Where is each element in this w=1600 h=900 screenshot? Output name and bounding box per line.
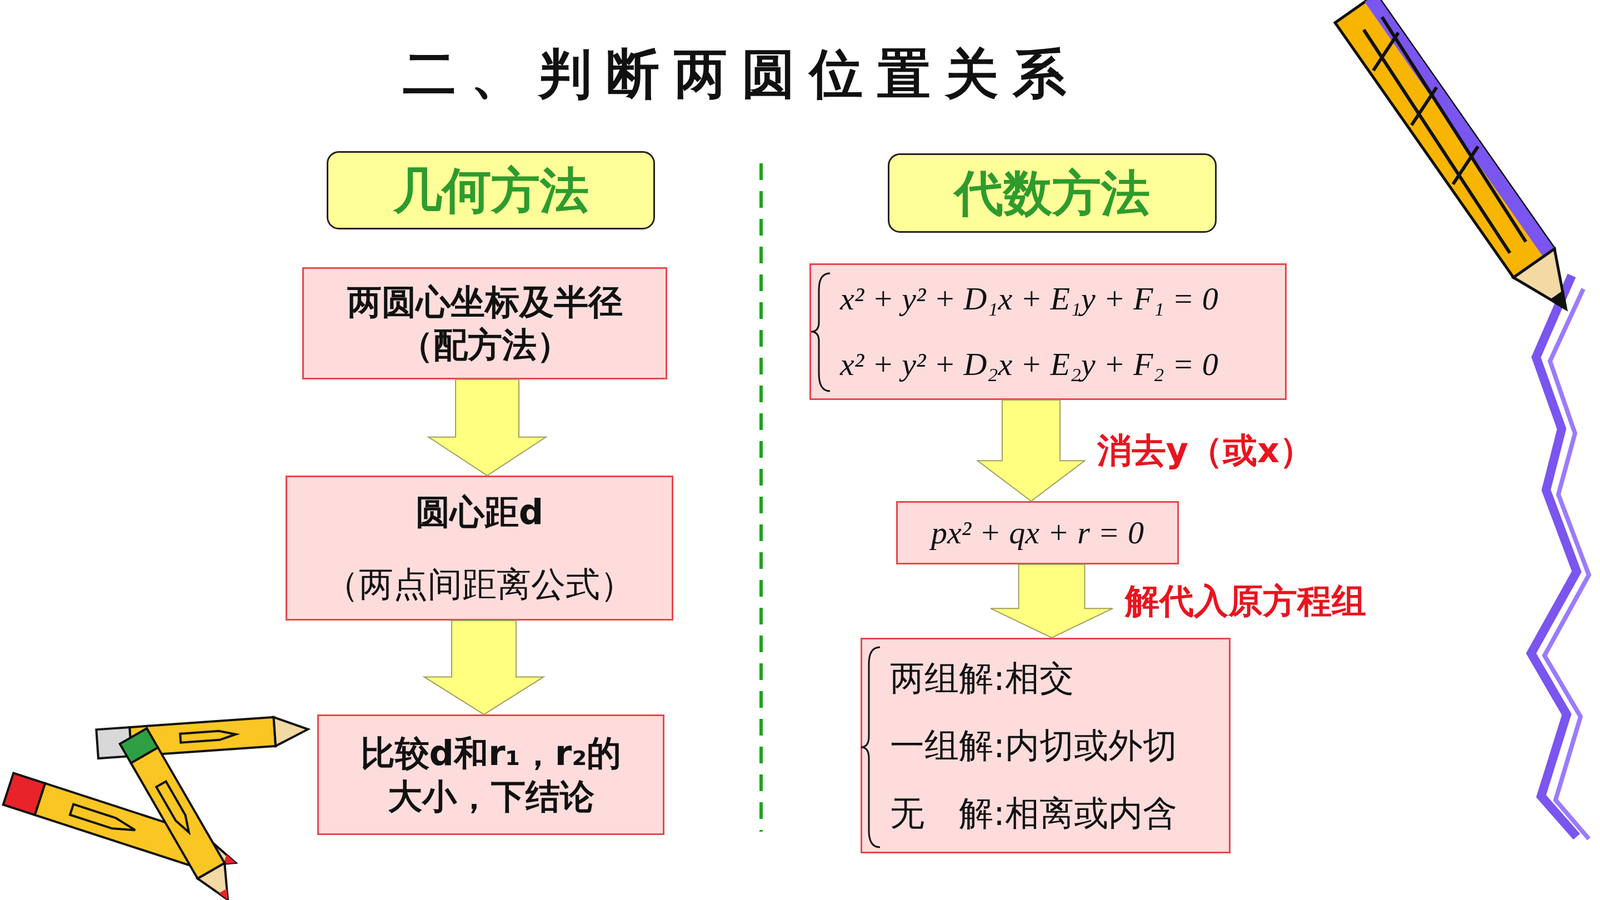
pencil-lead <box>218 888 232 900</box>
brace-bracket <box>861 647 880 848</box>
method-header: 代数方法 <box>887 153 1217 233</box>
pencil-tip <box>1513 248 1587 324</box>
divider-line <box>759 163 763 832</box>
pencil-hatch <box>180 730 237 743</box>
pencil-tip <box>273 715 309 747</box>
block-arrow <box>424 620 544 715</box>
process-box: px² + qx + r = 0 <box>896 501 1179 565</box>
box-text: 一组解:内切或外切 <box>890 724 1178 767</box>
slide-title: 二、判断两圆位置关系 <box>355 38 1128 112</box>
edge-label: 消去y（或x） <box>1097 427 1314 474</box>
process-box: 两圆心坐标及半径（配方法） <box>302 267 668 380</box>
box-text: x² + y² + D₁x + E₁y + F₁ = 0 <box>840 279 1219 319</box>
box-text: （配方法） <box>398 323 572 367</box>
pencil-icon <box>120 728 242 900</box>
brace-bracket <box>811 273 830 392</box>
process-box: 两组解:相交一组解:内切或外切无 解:相离或内含 <box>860 637 1231 854</box>
pencil-hatch <box>70 804 137 836</box>
header-text: 几何方法 <box>393 162 589 219</box>
edge-label: 解代入原方程组 <box>1125 577 1367 625</box>
box-text: 两组解:相交 <box>890 657 1074 700</box>
pencil-tip <box>197 862 242 900</box>
box-text: （两点间距离公式） <box>324 563 635 606</box>
box-text: x² + y² + D₂x + E₂y + F₂ = 0 <box>840 345 1219 384</box>
pencil-hatch <box>156 781 194 836</box>
process-box: 圆心距d （两点间距离公式） <box>285 475 674 621</box>
box-text: px² + qx + r = 0 <box>931 513 1144 553</box>
header-text: 代数方法 <box>954 165 1150 222</box>
pencil-icon <box>1335 0 1587 323</box>
box-text: 无 解:相离或内含 <box>890 792 1178 835</box>
process-box: x² + y² + D₁x + E₁y + F₁ = 0 x² + y² + D₂… <box>809 263 1287 400</box>
pencil-hatch <box>1351 14 1539 258</box>
box-text: 比较d和r₁，r₂的 大小，下结论 <box>324 731 658 818</box>
process-box: 比较d和r₁，r₂的 大小，下结论 <box>317 714 665 835</box>
method-header: 几何方法 <box>326 151 655 230</box>
block-arrow <box>990 564 1113 638</box>
pencil-lead <box>1550 290 1573 314</box>
box-text: 圆心距d <box>415 490 544 534</box>
block-arrow <box>428 379 547 476</box>
box-text: 两圆心坐标及半径 <box>347 280 623 324</box>
pencil-body <box>131 747 225 879</box>
block-arrow <box>977 400 1085 502</box>
pencil-body <box>1335 0 1555 278</box>
zigzag-ribbon <box>1544 288 1589 839</box>
